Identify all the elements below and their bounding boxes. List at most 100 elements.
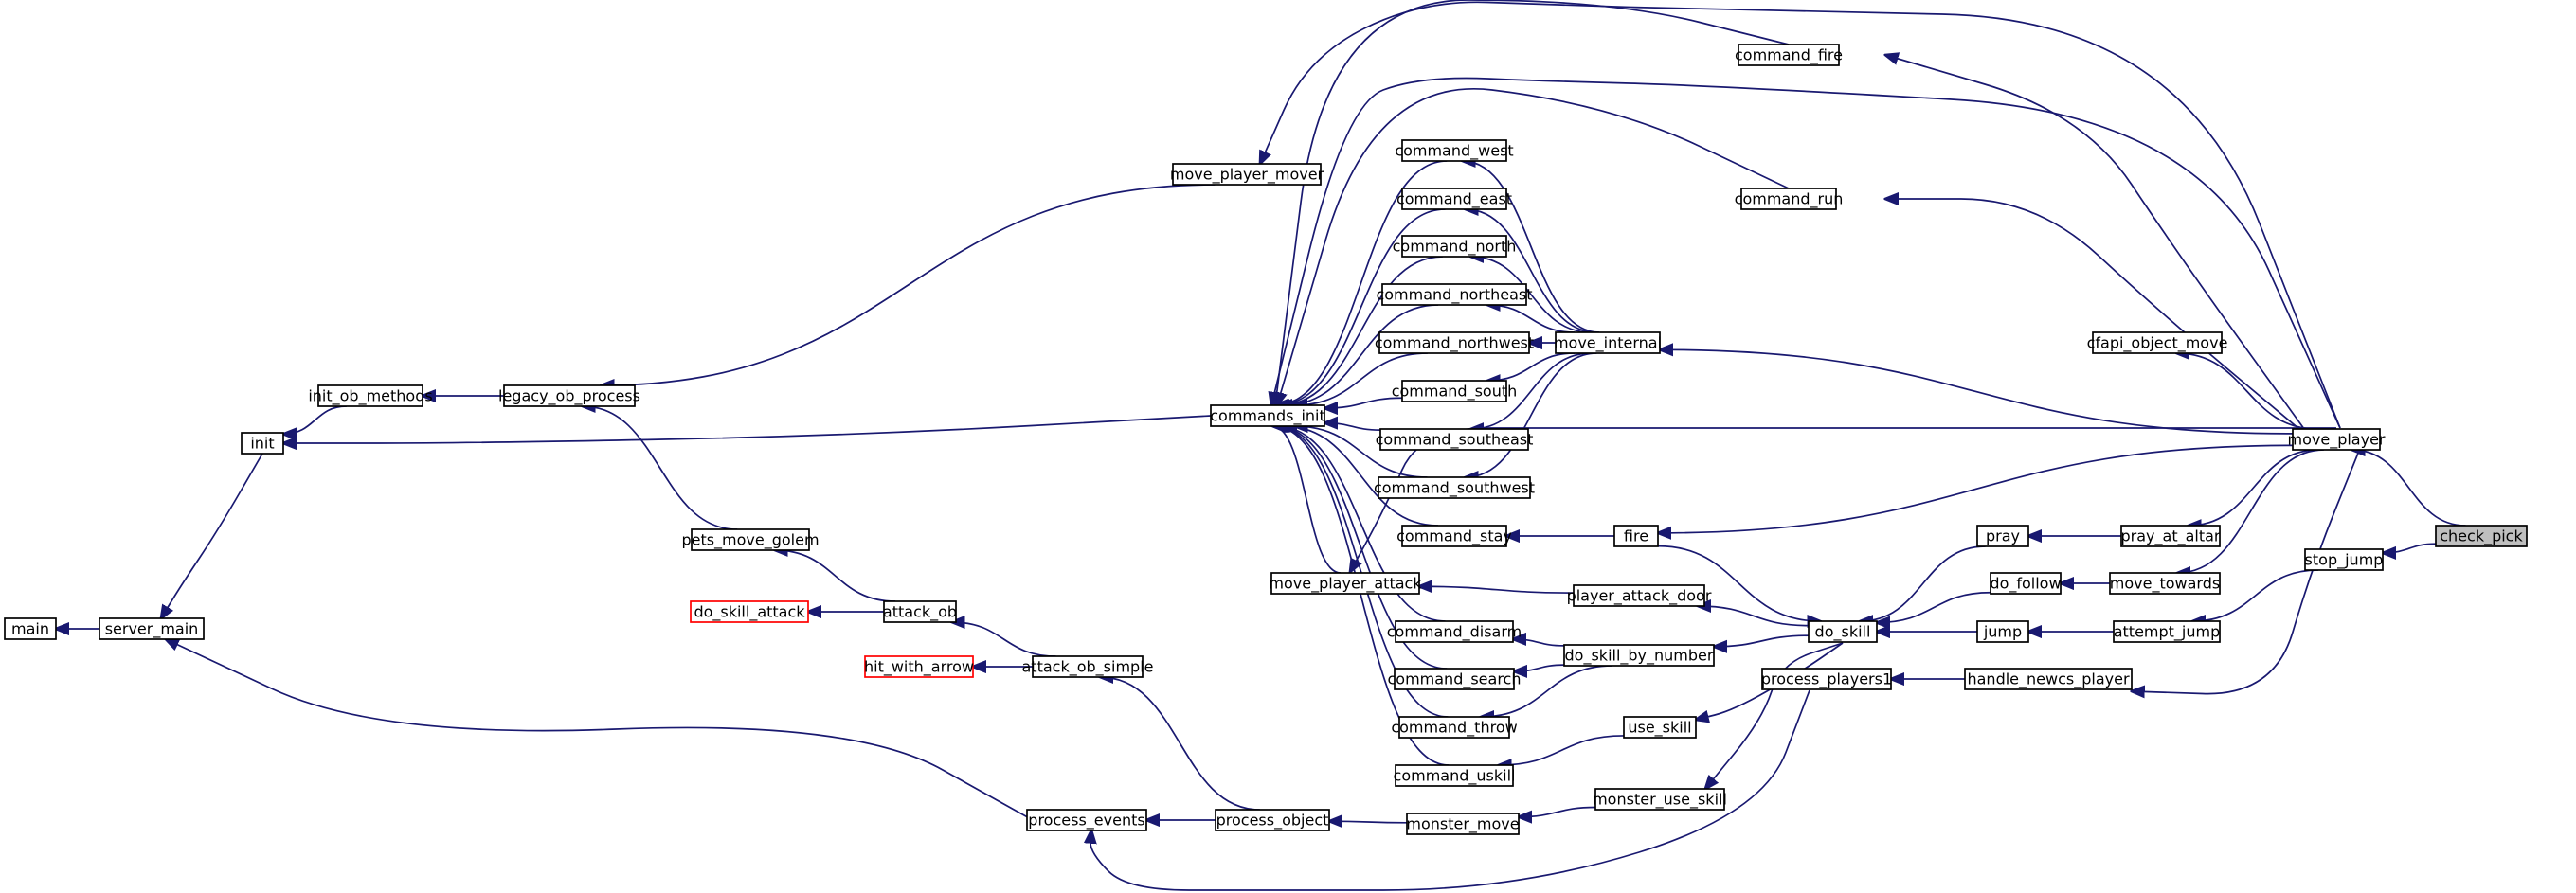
node-box[interactable]	[503, 384, 636, 407]
node-do-skill-by-number[interactable]: do_skill_by_number	[1563, 644, 1715, 667]
node-box[interactable]	[1270, 572, 1420, 595]
node-box[interactable]	[864, 655, 974, 678]
node-box[interactable]	[2435, 525, 2528, 547]
node-box[interactable]	[1563, 644, 1715, 667]
node-do-skill[interactable]: do_skill	[1808, 620, 1878, 643]
node-box[interactable]	[1808, 620, 1878, 643]
node-main[interactable]: main	[4, 617, 57, 640]
node-command-disarm[interactable]: command_disarm	[1387, 620, 1522, 643]
node-command-west[interactable]: command_west	[1395, 139, 1514, 162]
node-do-skill-attack[interactable]: do_skill_attack	[690, 600, 809, 623]
node-box[interactable]	[1401, 235, 1507, 258]
node-check-pick[interactable]: check_pick	[2435, 525, 2528, 547]
node-command-east[interactable]: command_east	[1396, 188, 1512, 210]
node-box[interactable]	[1381, 283, 1527, 306]
node-cfapi-object-move[interactable]: cfapi_object_move	[2087, 331, 2228, 354]
node-commands-init[interactable]: commands_init	[1210, 404, 1325, 427]
node-box[interactable]	[1395, 764, 1514, 787]
node-box[interactable]	[2292, 428, 2381, 451]
node-box[interactable]	[1395, 620, 1514, 643]
node-box[interactable]	[1623, 716, 1697, 739]
node-process-events[interactable]: process_events	[1026, 809, 1147, 831]
node-fire[interactable]: fire	[1613, 525, 1659, 547]
node-do-follow[interactable]: do_follow	[1990, 572, 2062, 595]
node-handle-newcs-player[interactable]: handle_newcs_player	[1964, 668, 2133, 690]
node-box[interactable]	[1964, 668, 2133, 690]
node-box[interactable]	[2120, 525, 2221, 547]
node-box[interactable]	[317, 384, 423, 407]
node-command-throw[interactable]: command_throw	[1391, 716, 1518, 739]
node-init[interactable]: init	[241, 432, 284, 455]
node-monster-use-skill[interactable]: monster_use_skill	[1593, 788, 1727, 811]
node-command-northwest[interactable]: command_northwest	[1375, 331, 1534, 354]
node-box[interactable]	[883, 600, 957, 623]
node-box[interactable]	[1555, 331, 1661, 354]
node-box[interactable]	[1215, 809, 1330, 831]
node-box[interactable]	[1401, 380, 1507, 402]
node-monster-move[interactable]: monster_move	[1406, 813, 1520, 835]
node-command-stay[interactable]: command_stay	[1396, 525, 1512, 547]
node-box[interactable]	[1379, 428, 1529, 451]
node-box[interactable]	[1990, 572, 2062, 595]
node-box[interactable]	[691, 528, 810, 551]
node-pets-move-golem[interactable]: pets_move_golem	[681, 528, 820, 551]
node-box[interactable]	[1594, 788, 1725, 811]
node-box[interactable]	[1976, 525, 2029, 547]
node-box[interactable]	[2113, 620, 2221, 643]
node-box[interactable]	[2092, 331, 2223, 354]
node-box[interactable]	[2109, 572, 2221, 595]
node-command-run[interactable]: command_run	[1735, 188, 1844, 210]
node-box[interactable]	[1613, 525, 1659, 547]
node-box[interactable]	[690, 600, 809, 623]
node-server-main[interactable]: server_main	[99, 617, 205, 640]
node-command-north[interactable]: command_north	[1393, 235, 1517, 258]
node-move-towards[interactable]: move_towards	[2109, 572, 2221, 595]
node-command-fire[interactable]: command_fire	[1735, 44, 1843, 66]
node-box[interactable]	[1740, 188, 1837, 210]
node-box[interactable]	[1026, 809, 1147, 831]
node-command-southeast[interactable]: command_southeast	[1376, 428, 1534, 451]
node-move-internal[interactable]: move_internal	[1554, 331, 1662, 354]
node-attack-ob-simple[interactable]: attack_ob_simple	[1022, 655, 1154, 678]
node-process-players1[interactable]: process_players1	[1761, 668, 1892, 690]
node-box[interactable]	[1976, 620, 2029, 643]
node-process-object[interactable]: process_object	[1215, 809, 1330, 831]
node-box[interactable]	[99, 617, 205, 640]
node-move-player-attack[interactable]: move_player_attack	[1269, 572, 1422, 595]
node-command-southwest[interactable]: command_southwest	[1374, 476, 1535, 499]
node-box[interactable]	[1761, 668, 1892, 690]
node-box[interactable]	[1378, 476, 1531, 499]
node-init-ob-methods[interactable]: init_ob_methods	[308, 384, 433, 407]
node-box[interactable]	[1172, 163, 1322, 186]
node-box[interactable]	[241, 432, 284, 455]
node-move-player-mover[interactable]: move_player_mover	[1170, 163, 1324, 186]
node-box[interactable]	[1398, 716, 1510, 739]
node-command-northeast[interactable]: command_northeast	[1376, 283, 1533, 306]
node-box[interactable]	[1378, 331, 1530, 354]
node-box[interactable]	[1401, 525, 1507, 547]
node-pray-at-altar[interactable]: pray_at_altar	[2120, 525, 2221, 547]
node-command-uskill[interactable]: command_uskill	[1394, 764, 1516, 787]
node-box[interactable]	[1394, 668, 1515, 690]
node-box[interactable]	[1406, 813, 1520, 835]
node-command-search[interactable]: command_search	[1387, 668, 1522, 690]
node-box[interactable]	[4, 617, 57, 640]
node-stop-jump[interactable]: stop_jump	[2304, 548, 2384, 571]
node-attempt-jump[interactable]: attempt_jump	[2113, 620, 2221, 643]
node-hit-with-arrow[interactable]: hit_with_arrow	[864, 655, 974, 678]
node-box[interactable]	[1401, 139, 1507, 162]
node-box[interactable]	[1738, 44, 1840, 66]
node-command-south[interactable]: command_south	[1392, 380, 1518, 402]
node-box[interactable]	[1573, 584, 1705, 607]
node-use-skill[interactable]: use_skill	[1623, 716, 1697, 739]
node-attack-ob[interactable]: attack_ob	[883, 600, 957, 623]
node-legacy-ob-process[interactable]: legacy_ob_process	[498, 384, 640, 407]
node-move-player[interactable]: move_player	[2288, 428, 2386, 451]
node-player-attack-door[interactable]: player_attack_door	[1567, 584, 1712, 607]
node-box[interactable]	[1401, 188, 1507, 210]
node-jump[interactable]: jump	[1976, 620, 2029, 643]
node-pray[interactable]: pray	[1976, 525, 2029, 547]
node-box[interactable]	[1210, 404, 1325, 427]
node-box[interactable]	[1032, 655, 1144, 678]
node-box[interactable]	[2304, 548, 2384, 571]
